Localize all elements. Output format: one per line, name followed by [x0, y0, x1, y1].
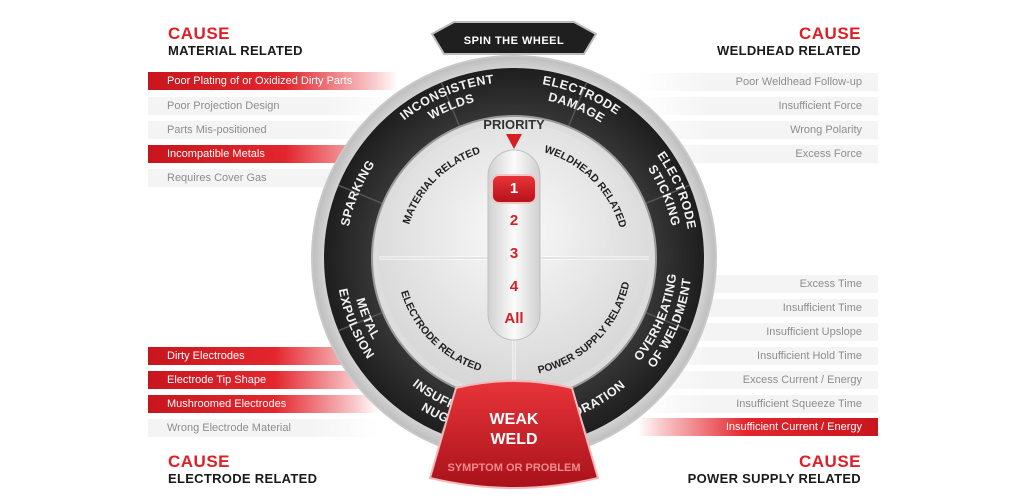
ring-divider [644, 184, 690, 205]
priority-2-button[interactable]: 2 [509, 212, 519, 229]
cause-power-header: CAUSE POWER SUPPLY RELATED [688, 452, 861, 487]
priority-label: PRIORITY [483, 117, 545, 132]
cause-electrode-header: CAUSE ELECTRODE RELATED [168, 452, 317, 487]
cause-item-electrode-tip-shape[interactable]: Electrode Tip Shape [148, 371, 378, 389]
cause-item-incompatible-metals[interactable]: Incompatible Metals [148, 145, 398, 163]
cause-category: MATERIAL RELATED [168, 43, 303, 58]
spin-wheel-tab[interactable] [430, 21, 598, 55]
cause-material-header: CAUSE MATERIAL RELATED [168, 24, 303, 59]
cause-item-insufficient-force[interactable]: Insufficient Force [638, 97, 878, 115]
center-line2: WELD [490, 431, 537, 448]
spin-wheel-label: SPIN THE WHEEL [464, 35, 565, 47]
cause-item-mushroomed-electrodes[interactable]: Mushroomed Electrodes [148, 395, 378, 413]
cause-item-poor-plating[interactable]: Poor Plating of or Oxidized Dirty Parts [148, 72, 398, 90]
cause-item-insufficient-squeeze[interactable]: Insufficient Squeeze Time [638, 395, 878, 413]
cause-category: WELDHEAD RELATED [717, 43, 861, 58]
priority-1-button[interactable]: 1 [493, 176, 535, 202]
cause-item-insufficient-hold-time[interactable]: Insufficient Hold Time [638, 347, 878, 365]
cause-item-wrong-polarity[interactable]: Wrong Polarity [638, 121, 878, 139]
cause-item-dirty-electrodes[interactable]: Dirty Electrodes [148, 347, 378, 365]
cause-item-weldhead-follow-up[interactable]: Poor Weldhead Follow-up [638, 73, 878, 91]
cause-label: CAUSE [168, 24, 231, 43]
cause-item-poor-projection[interactable]: Poor Projection Design [148, 97, 398, 115]
cause-item-excess-current[interactable]: Excess Current / Energy [638, 371, 878, 389]
cause-label: CAUSE [168, 452, 231, 471]
cause-label: CAUSE [798, 452, 861, 471]
center-line1: WEAK [490, 411, 539, 428]
cause-label: CAUSE [798, 24, 861, 43]
priority-4-button[interactable]: 4 [509, 278, 519, 295]
cause-weldhead-header: CAUSE WELDHEAD RELATED [717, 24, 861, 59]
priority-pointer-icon [506, 134, 522, 149]
cause-item-excess-force[interactable]: Excess Force [638, 145, 878, 163]
center-sub: SYMPTOM OR PROBLEM [447, 462, 580, 474]
ring-divider [567, 82, 588, 128]
ring-divider [644, 311, 690, 332]
weak-weld-button[interactable] [428, 380, 600, 489]
ring-divider [338, 311, 384, 332]
cause-item-parts-mispositioned[interactable]: Parts Mis-positioned [148, 121, 398, 139]
cause-category: ELECTRODE RELATED [168, 471, 318, 486]
priority-all-button[interactable]: All [504, 310, 524, 327]
ring-divider [440, 82, 461, 128]
cause-item-wrong-electrode-material[interactable]: Wrong Electrode Material [148, 419, 378, 437]
cause-category: POWER SUPPLY RELATED [687, 471, 861, 486]
priority-3-button[interactable]: 3 [509, 245, 519, 262]
cause-item-insufficient-current[interactable]: Insufficient Current / Energy [638, 418, 878, 436]
ring-divider [338, 184, 384, 205]
